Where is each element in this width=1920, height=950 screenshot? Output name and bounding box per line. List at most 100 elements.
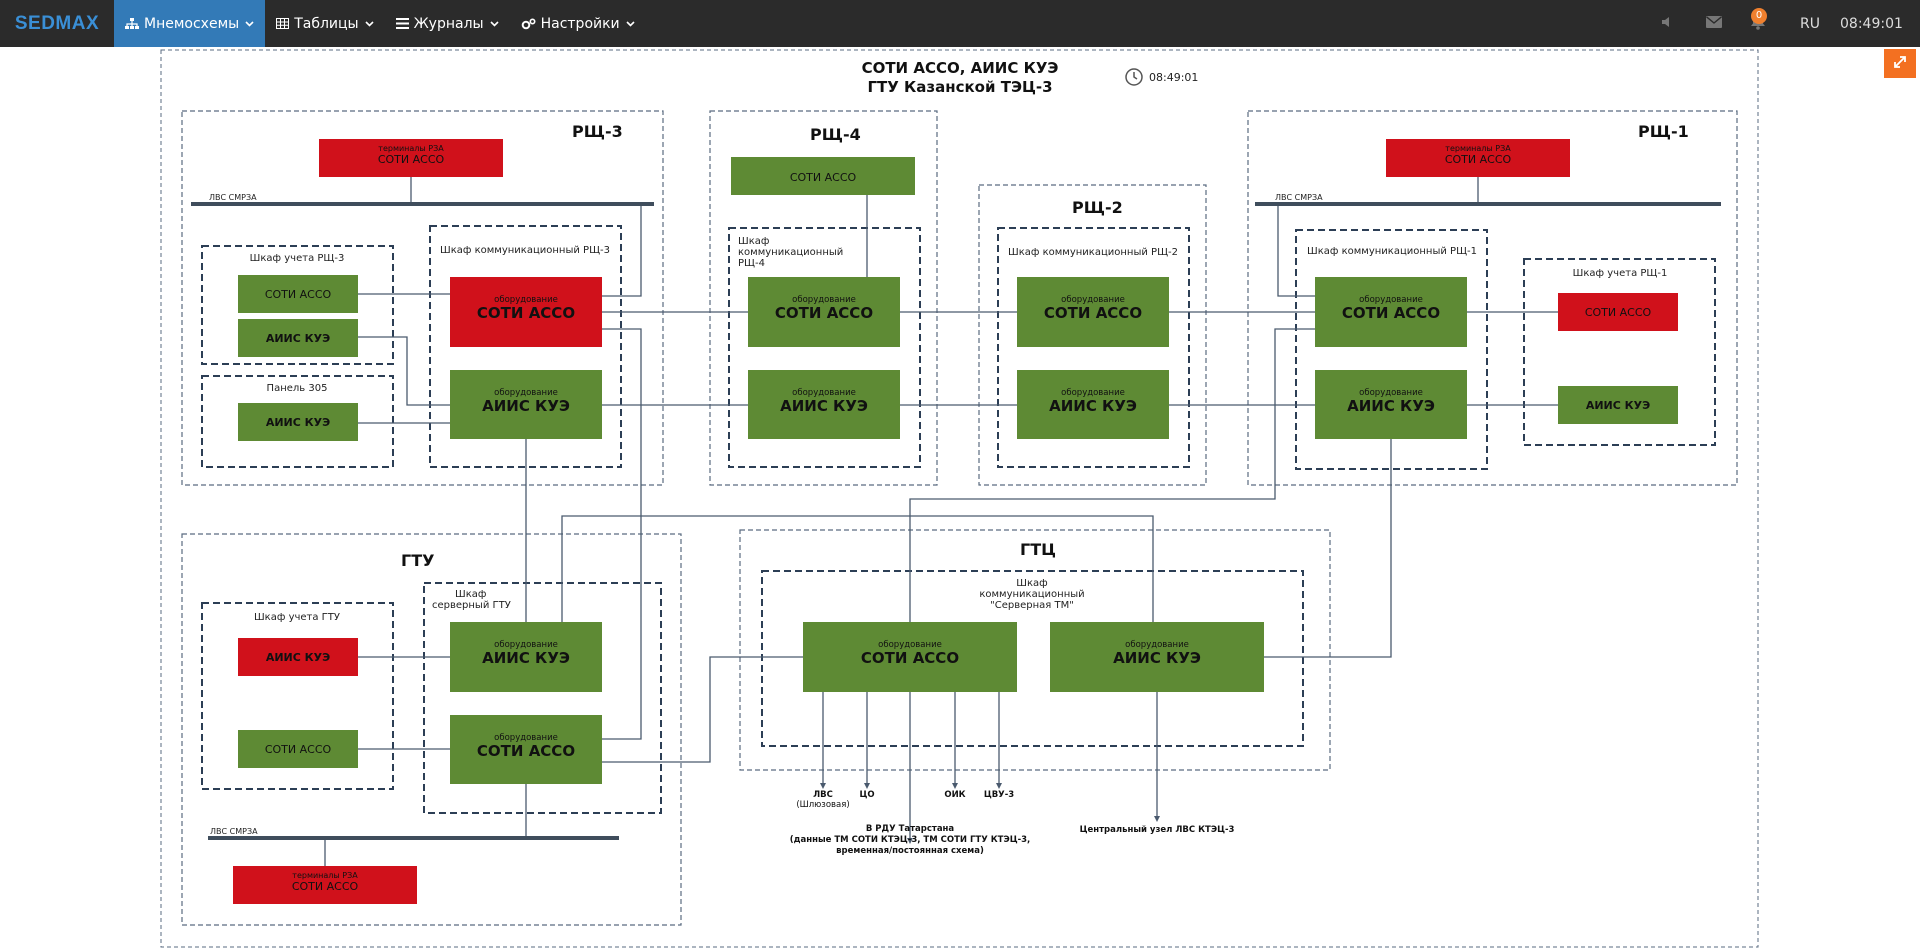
zone-title-gtu: ГТУ — [401, 551, 434, 570]
svg-text:СОТИ АССО: СОТИ АССО — [1585, 306, 1652, 319]
cabinet-title: Шкаф коммуникационный РЩ-3 — [440, 245, 610, 256]
cabinet-title: Панель 305 — [267, 383, 328, 394]
rsch3-terminals-rza[interactable]: терминалы РЗА СОТИ АССО — [319, 139, 503, 177]
gtu-uch-soti-asso[interactable]: СОТИ АССО — [238, 730, 358, 768]
svg-text:СОТИ АССО: СОТИ АССО — [1044, 304, 1142, 322]
gtc-aiis-kue[interactable]: оборудование АИИС КУЭ — [1050, 622, 1264, 692]
zone-rsch1 — [1247, 110, 1738, 486]
panel305-aiis-kue[interactable]: АИИС КУЭ — [238, 403, 358, 441]
gtu-srv-soti-asso[interactable]: оборудование СОТИ АССО — [450, 715, 602, 784]
cabinet-title: Шкаф — [1016, 578, 1047, 589]
rsch1-uch-aiis-kue[interactable]: АИИС КУЭ — [1558, 386, 1678, 424]
cabinet-title: Шкаф учета РЩ-1 — [1573, 268, 1668, 279]
chevron-down-icon — [245, 20, 254, 27]
svg-text:СОТИ АССО: СОТИ АССО — [265, 743, 332, 756]
gtu-terminals-rza[interactable]: терминалы РЗА СОТИ АССО — [233, 866, 417, 904]
top-navbar: SEDMAX Мнемосхемы Таблицы Журналы Настро… — [0, 0, 1920, 47]
output-label: Центральный узел ЛВС КТЭЦ-3 — [1080, 825, 1235, 835]
connection-lines — [324, 176, 1558, 866]
svg-text:оборудование: оборудование — [494, 295, 558, 305]
language-selector[interactable]: RU — [1800, 15, 1820, 32]
rsch3-uch-soti-asso[interactable]: СОТИ АССО — [238, 275, 358, 313]
svg-text:АИИС КУЭ: АИИС КУЭ — [266, 651, 330, 664]
output-label: ЦО — [859, 790, 874, 800]
rsch2-comm-aiis-kue[interactable]: оборудование АИИС КУЭ — [1017, 370, 1169, 439]
cabinet-title: серверный ГТУ — [432, 600, 511, 611]
rsch3-comm-aiis-kue[interactable]: оборудование АИИС КУЭ — [450, 370, 602, 439]
chevron-down-icon — [490, 20, 499, 27]
rsch1-comm-aiis-kue[interactable]: оборудование АИИС КУЭ — [1315, 370, 1467, 439]
cabinet-title: Шкаф — [738, 236, 769, 247]
cabinet-title: Шкаф — [455, 589, 486, 600]
svg-text:оборудование: оборудование — [494, 733, 558, 743]
envelope-icon — [1706, 15, 1722, 32]
bus-label: ЛВС СМРЗА — [210, 827, 258, 836]
output-label: ЦВУ-3 — [984, 790, 1014, 800]
zone-rsch4 — [709, 110, 938, 486]
fullscreen-button[interactable] — [1884, 49, 1916, 78]
cabinet-comm-rsch2 — [997, 227, 1190, 468]
gtu-uch-aiis-kue[interactable]: АИИС КУЭ — [238, 638, 358, 676]
svg-text:СОТИ АССО: СОТИ АССО — [477, 304, 575, 322]
table-icon — [276, 18, 290, 29]
menu-label: Таблицы — [294, 15, 359, 32]
lvs-buses — [191, 202, 1721, 840]
scheme-title-line1: СОТИ АССО, АИИС КУЭ — [862, 59, 1059, 77]
svg-text:СОТИ АССО: СОТИ АССО — [790, 171, 857, 184]
svg-text:терминалы РЗА: терминалы РЗА — [378, 144, 444, 153]
output-label: ЛВС — [813, 790, 833, 800]
app-logo[interactable]: SEDMAX — [14, 12, 100, 34]
zone-gtc — [739, 529, 1331, 771]
zone-title-rsch3: РЩ-3 — [572, 122, 623, 141]
svg-text:оборудование: оборудование — [1359, 295, 1423, 305]
cabinet-title: Шкаф коммуникационный РЩ-2 — [1008, 247, 1178, 258]
svg-text:СОТИ АССО: СОТИ АССО — [1445, 153, 1512, 166]
svg-text:СОТИ АССО: СОТИ АССО — [477, 742, 575, 760]
arrowheads — [820, 783, 1160, 844]
svg-text:оборудование: оборудование — [494, 388, 558, 398]
menu-tables[interactable]: Таблицы — [265, 0, 384, 47]
svg-text:оборудование: оборудование — [1359, 388, 1423, 398]
svg-text:АИИС КУЭ: АИИС КУЭ — [266, 332, 330, 345]
menu-settings[interactable]: Настройки — [510, 0, 646, 47]
rsch4-soti-asso[interactable]: СОТИ АССО — [731, 157, 915, 195]
gtc-soti-asso[interactable]: оборудование СОТИ АССО — [803, 622, 1017, 692]
menu-label: Мнемосхемы — [144, 15, 240, 32]
cabinet-title: Шкаф учета ГТУ — [254, 612, 340, 623]
zone-title-gtc: ГТЦ — [1020, 540, 1056, 559]
rsch4-comm-aiis-kue[interactable]: оборудование АИИС КУЭ — [748, 370, 900, 439]
list-icon — [395, 18, 409, 29]
bus-label: ЛВС СМРЗА — [209, 193, 257, 202]
cabinet-comm-rsch3 — [429, 225, 622, 468]
output-label: ОИК — [944, 790, 965, 800]
rsch3-comm-soti-asso[interactable]: оборудование СОТИ АССО — [450, 277, 602, 347]
cogs-icon — [521, 17, 536, 30]
sitemap-icon — [125, 17, 139, 30]
expand-icon — [1893, 54, 1907, 73]
menu-mnemoschemes[interactable]: Мнемосхемы — [114, 0, 266, 47]
svg-text:оборудование: оборудование — [792, 295, 856, 305]
gtu-srv-aiis-kue[interactable]: оборудование АИИС КУЭ — [450, 622, 602, 692]
volume-icon — [1662, 16, 1674, 32]
svg-text:СОТИ АССО: СОТИ АССО — [1342, 304, 1440, 322]
rsch1-comm-soti-asso[interactable]: оборудование СОТИ АССО — [1315, 277, 1467, 347]
clock-display: 08:49:01 — [1840, 15, 1903, 32]
output-label: временная/постоянная схема) — [836, 846, 984, 856]
zone-rsch2 — [978, 184, 1207, 486]
output-label: В РДУ Татарстана — [866, 824, 955, 834]
rsch2-comm-soti-asso[interactable]: оборудование СОТИ АССО — [1017, 277, 1169, 347]
messages-button[interactable] — [1692, 0, 1736, 47]
menu-journals[interactable]: Журналы — [385, 0, 510, 47]
rsch4-comm-soti-asso[interactable]: оборудование СОТИ АССО — [748, 277, 900, 347]
cabinet-title: коммуникационный — [738, 247, 843, 258]
rsch1-uch-soti-asso[interactable]: СОТИ АССО — [1558, 293, 1678, 331]
rsch1-terminals-rza[interactable]: терминалы РЗА СОТИ АССО — [1386, 139, 1570, 177]
svg-text:АИИС КУЭ: АИИС КУЭ — [1347, 397, 1435, 415]
svg-text:СОТИ АССО: СОТИ АССО — [861, 649, 959, 667]
sound-toggle[interactable] — [1644, 0, 1692, 47]
rsch3-uch-aiis-kue[interactable]: АИИС КУЭ — [238, 319, 358, 357]
zone-rsch3 — [181, 110, 664, 486]
notifications-button[interactable]: 0 — [1736, 0, 1780, 47]
cabinet-panel305 — [201, 375, 394, 468]
